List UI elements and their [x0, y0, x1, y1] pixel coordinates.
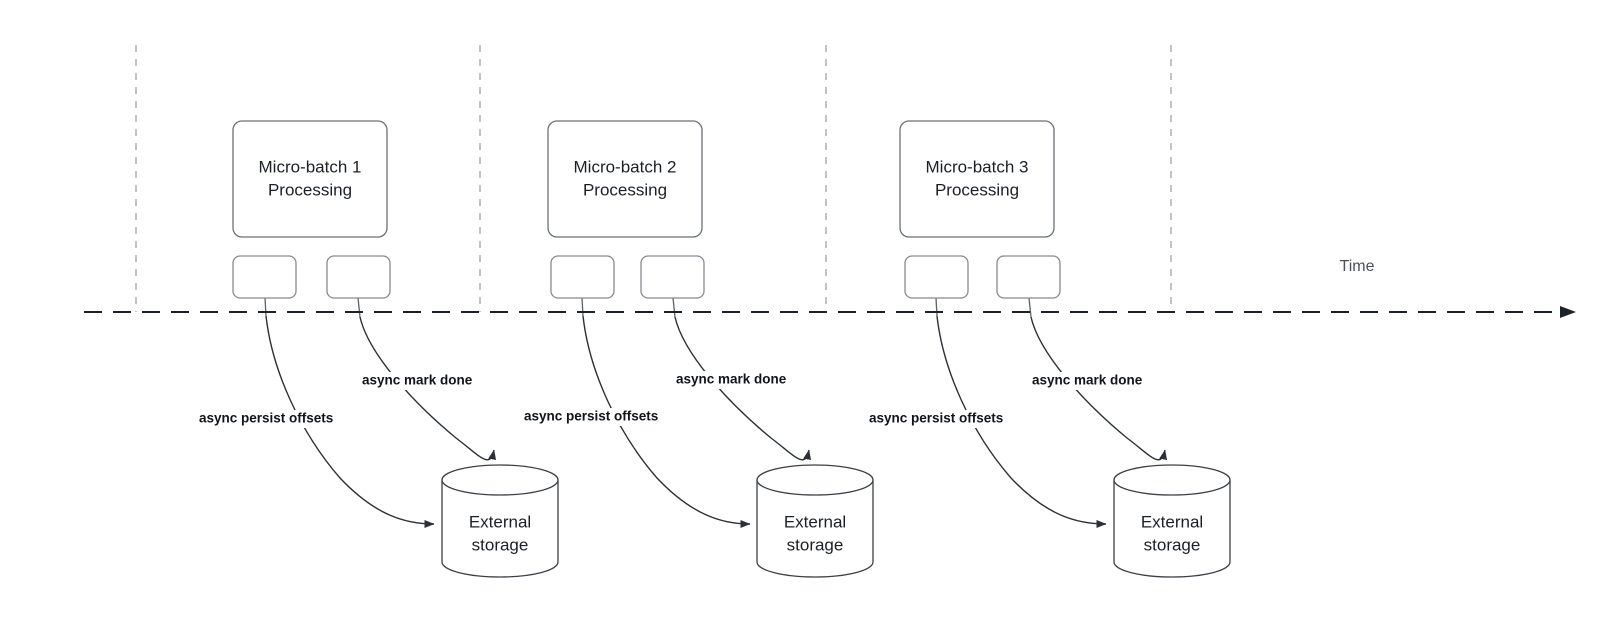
mark-done-stem [672, 297, 676, 318]
micro-batch-label-line2: Processing [583, 180, 667, 199]
external-storage-2[interactable]: External storage [756, 464, 874, 578]
time-axis-label: Time [1340, 258, 1375, 275]
label-knockout [358, 372, 476, 390]
micro-batch-label-line2: Processing [268, 180, 352, 199]
micro-batch-box[interactable] [547, 120, 703, 238]
cylinder-body [1113, 480, 1231, 578]
persist-offsets-edge-label-group: async persist offsets [520, 408, 682, 426]
mark-done-task-box[interactable] [326, 255, 391, 299]
mark-done-edge [674, 316, 812, 461]
storage-label-line1: External [784, 512, 846, 531]
persist-offsets-stem [581, 297, 584, 317]
time-axis-arrowhead [1560, 306, 1576, 318]
micro-batch-box[interactable] [232, 120, 388, 238]
time-axis: Time [84, 258, 1576, 318]
mark-done-task-box[interactable] [640, 255, 705, 299]
persist-offsets-edge-label: async persist offsets [869, 411, 1003, 426]
group-3-batch-node[interactable]: Micro-batch 3 Processing [899, 120, 1055, 238]
storage-label-line1: External [469, 512, 531, 531]
cylinder-top [441, 464, 559, 496]
persist-offsets-edge [936, 315, 1107, 528]
persist-offsets-edge-label-group: async persist offsets [195, 410, 357, 428]
mark-done-stem [1028, 297, 1032, 318]
storage-label-line2: storage [472, 535, 529, 554]
micro-batch-label-line2: Processing [935, 180, 1019, 199]
label-knockout [865, 410, 1027, 428]
persist-offsets-edge [265, 315, 435, 528]
mark-done-edge-label-group: async mark done [672, 371, 790, 389]
mark-done-task-box[interactable] [996, 255, 1061, 299]
mark-done-edge-label-group: async mark done [1028, 372, 1146, 390]
persist-offsets-edge [582, 315, 751, 528]
cylinder-top [1113, 464, 1231, 496]
async-flow-edges [264, 297, 1168, 528]
micro-batch-box[interactable] [899, 120, 1055, 238]
mark-done-edge-label-group: async mark done [358, 372, 476, 390]
cylinder-top [756, 464, 874, 496]
micro-batch-label-line1: Micro-batch 1 [259, 157, 362, 176]
label-knockout [1028, 372, 1146, 390]
persist-offsets-task-box[interactable] [550, 255, 615, 299]
mark-done-edge [1030, 316, 1168, 461]
label-knockout [195, 410, 357, 428]
mark-done-edge-label: async mark done [676, 372, 787, 387]
persist-offsets-edge-label: async persist offsets [524, 409, 658, 424]
external-storage-1[interactable]: External storage [441, 464, 559, 578]
micro-batch-label-line1: Micro-batch 3 [926, 157, 1029, 176]
persist-offsets-stem [935, 297, 938, 317]
label-knockout [520, 408, 682, 426]
persist-offsets-edge-label-group: async persist offsets [865, 410, 1027, 428]
storage-label-line2: storage [787, 535, 844, 554]
mark-done-stem [357, 297, 361, 318]
group-1-batch-node[interactable]: Micro-batch 1 Processing [232, 120, 388, 238]
persist-offsets-task-box[interactable] [232, 255, 297, 299]
external-storage-3[interactable]: External storage [1113, 464, 1231, 578]
edge-labels: async persist offsets async mark done asyn… [195, 371, 1146, 428]
persist-offsets-stem [264, 297, 267, 317]
cylinder-body [441, 480, 559, 578]
storage-label-line1: External [1141, 512, 1203, 531]
mark-done-edge-label: async mark done [1032, 373, 1143, 388]
label-knockout [672, 371, 790, 389]
micro-batch-label-line1: Micro-batch 2 [574, 157, 677, 176]
period-boundary-ticks [135, 45, 1172, 312]
storage-label-line2: storage [1144, 535, 1201, 554]
group-2-batch-node[interactable]: Micro-batch 2 Processing [547, 120, 703, 238]
mark-done-edge-label: async mark done [362, 373, 473, 388]
mark-done-edge [359, 316, 497, 461]
cylinder-body [756, 480, 874, 578]
persist-offsets-edge-label: async persist offsets [199, 411, 333, 426]
persist-offsets-task-box[interactable] [904, 255, 969, 299]
